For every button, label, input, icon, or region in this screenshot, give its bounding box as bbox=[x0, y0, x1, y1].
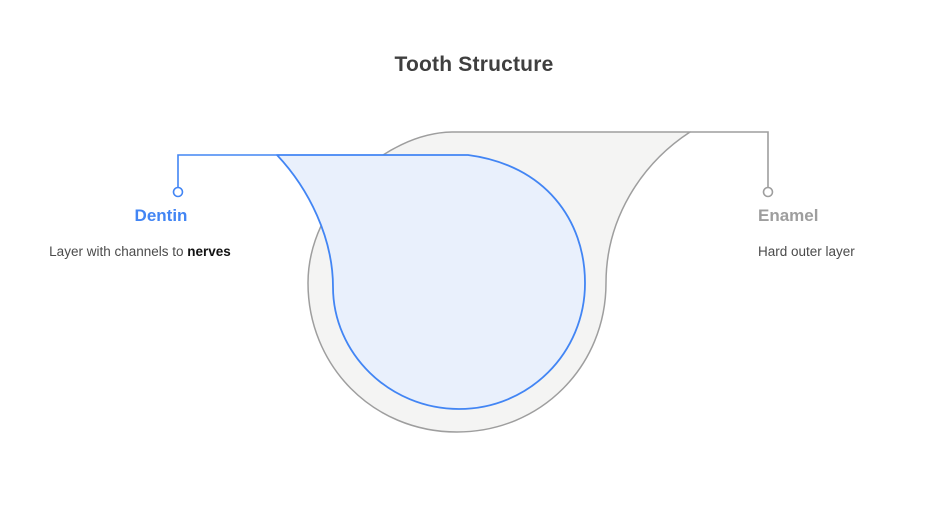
dentin-description-bold: nerves bbox=[187, 244, 231, 259]
enamel-leader-dot bbox=[762, 186, 774, 198]
diagram-title: Tooth Structure bbox=[394, 53, 554, 76]
enamel-leader-line bbox=[690, 131, 769, 188]
dentin-description-text: Layer with channels to bbox=[49, 244, 188, 259]
dentin-label: Dentin bbox=[134, 206, 188, 225]
enamel-label: Enamel bbox=[758, 206, 819, 225]
dentin-description: Layer with channels to nerves bbox=[40, 244, 240, 260]
dentin-leader-line bbox=[177, 154, 277, 188]
dentin-shape bbox=[276, 154, 586, 410]
dentin-leader-dot bbox=[172, 186, 184, 198]
enamel-description: Hard outer layer bbox=[758, 244, 855, 259]
